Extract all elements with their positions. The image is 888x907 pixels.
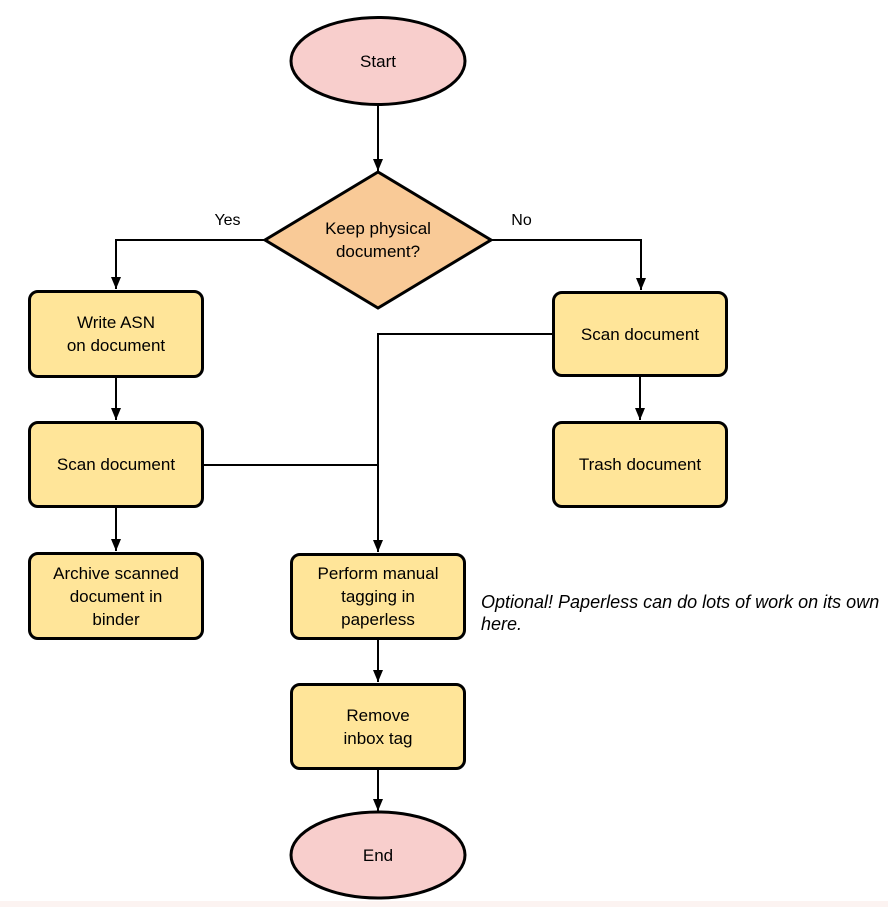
edge-label-no: No xyxy=(499,211,544,231)
node-remove-inbox-tag: Remove inbox tag xyxy=(290,683,466,770)
decision-diamond-shape xyxy=(262,170,494,310)
bottom-divider xyxy=(0,901,888,907)
edge-label-yes: Yes xyxy=(205,211,250,231)
edge-decision-yes-to-write-asn xyxy=(111,239,265,289)
edge-scan-right-to-tagging xyxy=(373,333,552,552)
node-manual-tagging: Perform manual tagging in paperless xyxy=(290,553,466,640)
node-archive-in-binder: Archive scanned document in binder xyxy=(28,552,204,640)
start-ellipse-shape xyxy=(289,16,467,106)
edge-decision-no-to-scan-right xyxy=(491,239,646,290)
node-end-label: End xyxy=(362,845,394,865)
end-ellipse-shape xyxy=(289,810,467,900)
node-scan-document-right: Scan document xyxy=(552,291,728,377)
node-trash-document: Trash document xyxy=(552,421,728,508)
node-write-asn: Write ASN on document xyxy=(28,290,204,378)
node-start-label: Start xyxy=(360,51,396,71)
node-scan-document-left: Scan document xyxy=(28,421,204,508)
node-decision-label: Keep physical document? xyxy=(325,219,431,261)
optional-note: Optional! Paperless can do lots of work … xyxy=(481,592,880,634)
